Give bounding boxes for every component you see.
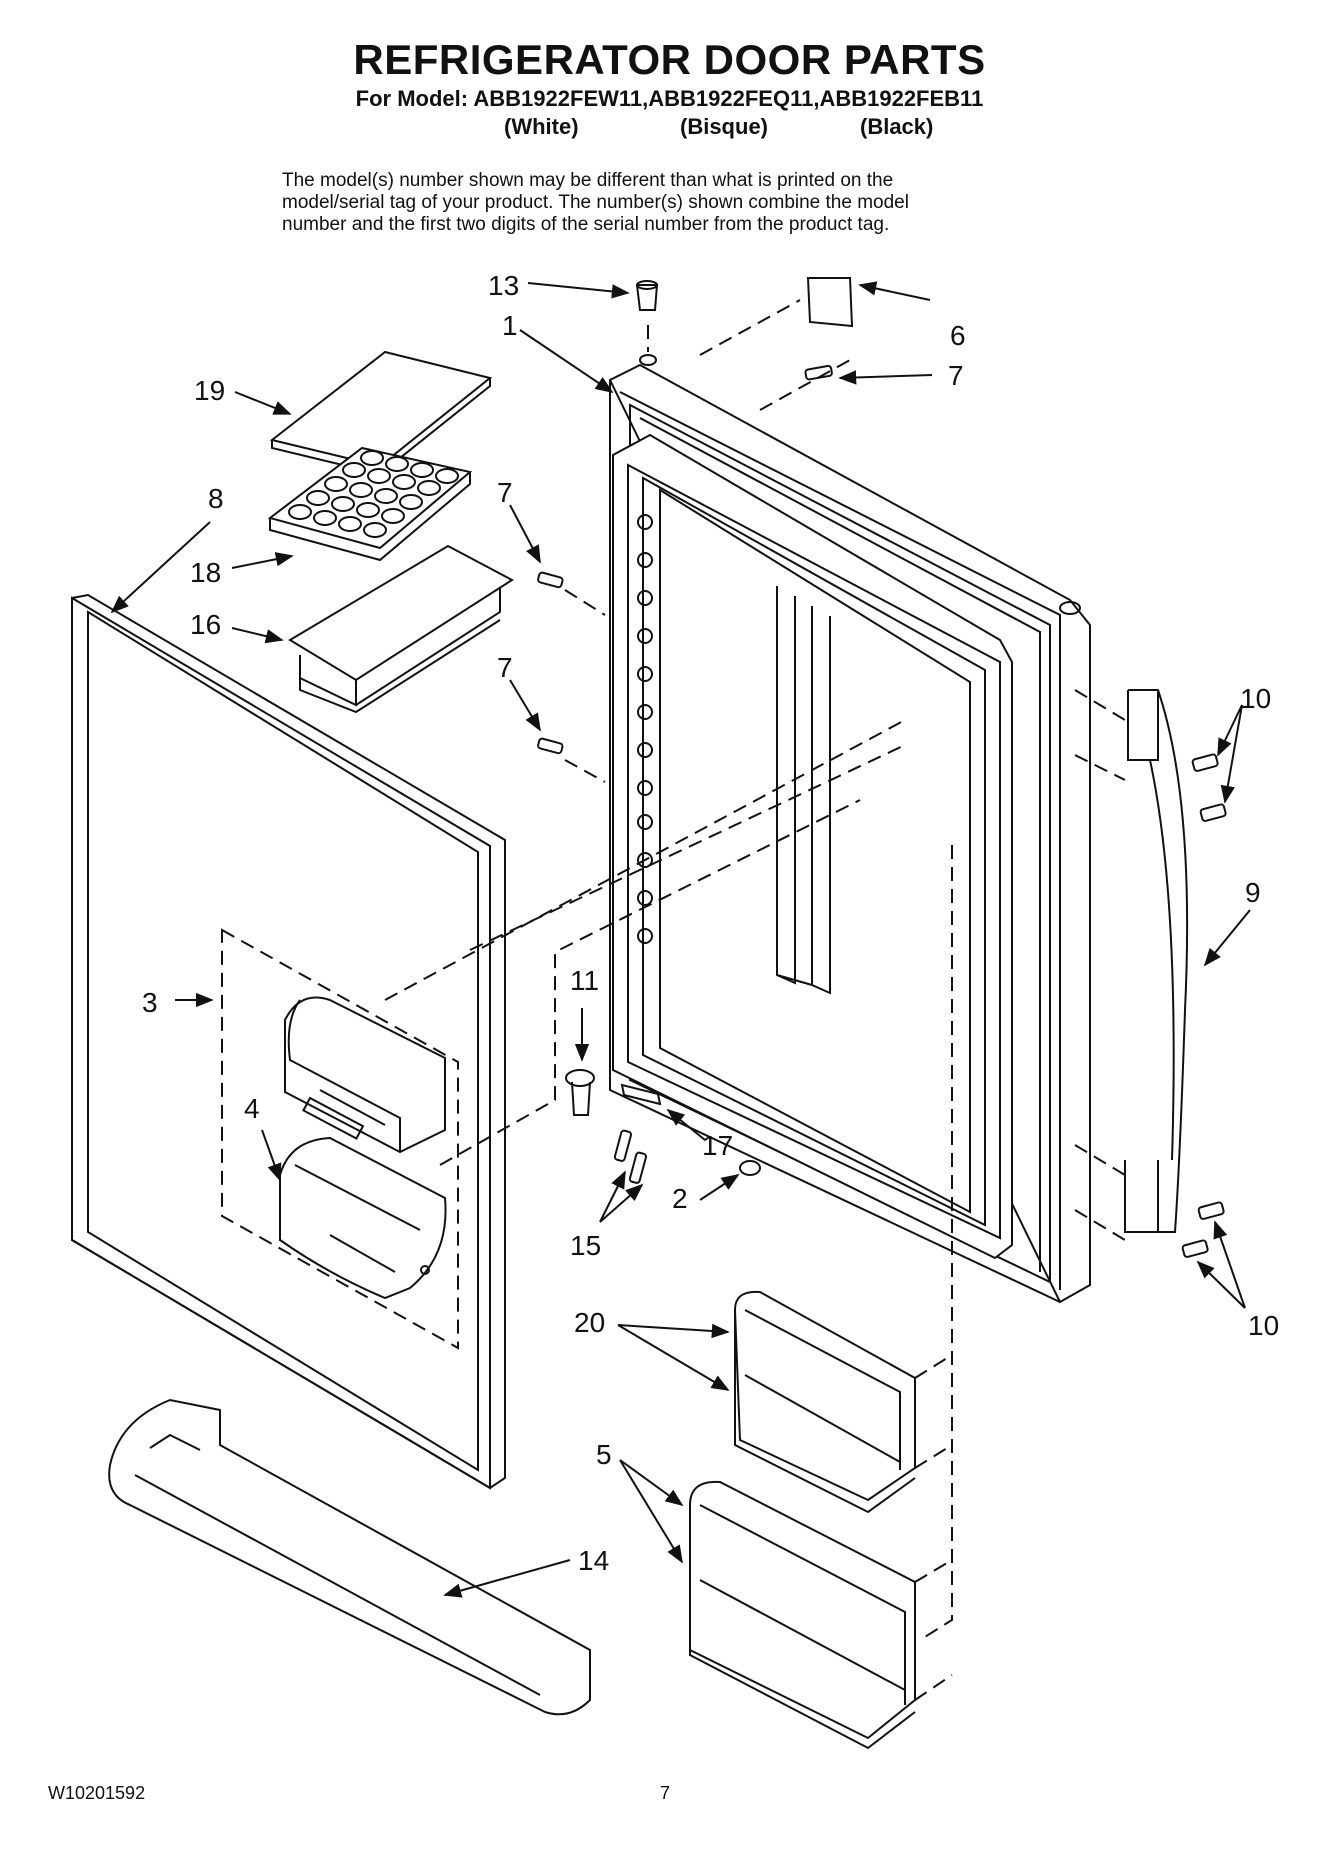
callout-10: 10: [1240, 683, 1271, 714]
shelf-support-holes: [637, 514, 653, 944]
dairy-bin: [288, 544, 514, 714]
variant-bisque: (Bisque): [680, 114, 768, 139]
callout-1: 1: [502, 310, 518, 341]
callout-15: 15: [570, 1230, 601, 1261]
callout-14: 14: [578, 1545, 609, 1576]
page-number: 7: [660, 1783, 671, 1803]
callout-labels: 13 1 6 7 19 8 7 18 16 7 10 9 3 11 4 17 2…: [142, 270, 1279, 1576]
small-hardware: [565, 1069, 761, 1184]
callout-13: 13: [488, 270, 519, 301]
page-title: REFRIGERATOR DOOR PARTS: [353, 36, 986, 83]
callout-3: 3: [142, 987, 158, 1018]
callout-2: 2: [672, 1183, 688, 1214]
callout-18: 18: [190, 557, 221, 588]
callout-11: 11: [570, 965, 599, 996]
alignment-lines: [384, 299, 1126, 1701]
callout-17: 17: [702, 1130, 733, 1161]
door-rail: [108, 1398, 591, 1716]
model-line: For Model: ABB1922FEW11,ABB1922FEQ11,ABB…: [355, 86, 984, 111]
callout-7: 7: [948, 360, 964, 391]
door-liner: [608, 363, 1091, 1304]
note-line: number and the first two digits of the s…: [282, 214, 890, 235]
callout-7: 7: [497, 477, 513, 508]
door-bin-small: [733, 1290, 916, 1514]
callout-9: 9: [1245, 877, 1261, 908]
dispenser-group-box: [221, 928, 459, 1350]
callout-arrows: [110, 281, 1251, 1598]
callout-4: 4: [244, 1093, 260, 1124]
model-number-note: The model(s) number shown may be differe…: [282, 170, 1072, 236]
note-line: The model(s) number shown may be differe…: [282, 170, 894, 191]
callout-8: 8: [208, 483, 224, 514]
drip-tray: [279, 1136, 447, 1300]
variant-white: (White): [504, 114, 579, 139]
document-code: W10201592: [48, 1783, 146, 1803]
callout-7: 7: [497, 652, 513, 683]
callout-6: 6: [950, 320, 966, 351]
door-handle: [1124, 689, 1189, 1233]
callout-5: 5: [596, 1439, 612, 1470]
serial-label: [806, 277, 854, 328]
handle-screw: [1181, 753, 1227, 1258]
variant-black: (Black): [860, 114, 934, 139]
dispenser-housing: [284, 996, 446, 1154]
note-line: model/serial tag of your product. The nu…: [282, 192, 909, 213]
callout-19: 19: [194, 375, 225, 406]
egg-tray: [267, 446, 473, 562]
callout-16: 16: [190, 609, 221, 640]
hinge-cap: [635, 280, 659, 366]
callout-20: 20: [574, 1307, 605, 1338]
door-bin-large: [689, 1480, 916, 1750]
callout-10: 10: [1248, 1310, 1279, 1341]
